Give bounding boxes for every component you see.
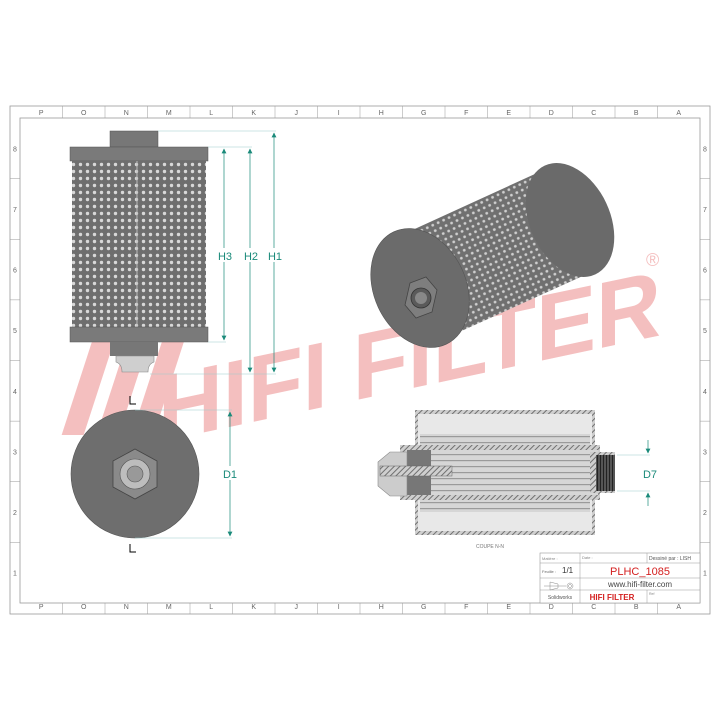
- column-marker: B: [634, 110, 639, 117]
- front-view: H3 H2 H1: [69, 130, 285, 375]
- part-number: PLHC_1085: [610, 566, 670, 578]
- column-marker: P: [39, 604, 44, 611]
- column-marker: P: [39, 110, 44, 117]
- column-marker: D: [549, 604, 554, 611]
- row-marker: 3: [13, 449, 17, 456]
- registered-mark: ®: [646, 250, 659, 270]
- dimension-h3: H3: [218, 251, 232, 263]
- row-marker: 8: [13, 146, 17, 153]
- column-marker: O: [81, 110, 87, 117]
- column-marker: H: [379, 604, 384, 611]
- brand-name: HIFI FILTER: [590, 593, 635, 602]
- row-marker: 8: [703, 146, 707, 153]
- ref-label: Ref: [649, 592, 654, 596]
- sheet-label: Feuille :: [542, 569, 556, 574]
- dimension-d7: D7: [643, 469, 657, 481]
- material-label: Matière :: [542, 556, 558, 561]
- column-marker: E: [506, 604, 511, 611]
- column-marker: J: [295, 604, 299, 611]
- column-marker: I: [338, 110, 340, 117]
- dimension-d1: D1: [223, 469, 237, 481]
- column-marker: K: [251, 110, 256, 117]
- column-marker: N: [124, 604, 129, 611]
- column-marker: G: [421, 604, 426, 611]
- column-marker: E: [506, 110, 511, 117]
- bottom-view: D1: [70, 396, 241, 553]
- column-marker: A: [676, 604, 681, 611]
- row-marker: 3: [703, 449, 707, 456]
- column-marker: C: [591, 604, 596, 611]
- row-marker: 2: [703, 510, 707, 517]
- row-marker: 4: [703, 389, 707, 396]
- website: www.hifi-filter.com: [607, 580, 672, 589]
- column-marker: N: [124, 110, 129, 117]
- column-marker: H: [379, 110, 384, 117]
- row-marker: 1: [13, 571, 17, 578]
- row-marker: 5: [13, 328, 17, 335]
- software-label: Solidworks: [548, 595, 573, 601]
- title-block: Matière : Date : Dessiné par : LISH Feui…: [539, 552, 701, 604]
- column-marker: M: [166, 604, 172, 611]
- column-marker: C: [591, 110, 596, 117]
- row-marker: 7: [13, 207, 17, 214]
- column-marker: O: [81, 604, 87, 611]
- projection-symbol-icon: [544, 581, 574, 591]
- column-marker: J: [295, 110, 299, 117]
- row-ruler-right: 8 7 6 5 4 3 2 1: [700, 146, 710, 578]
- row-ruler-left: 8 7 6 5 4 3 2 1: [10, 146, 20, 578]
- section-label: COUPE N-N: [476, 544, 504, 550]
- column-marker: M: [166, 110, 172, 117]
- row-marker: 6: [13, 268, 17, 275]
- column-marker: A: [676, 110, 681, 117]
- column-marker: L: [209, 604, 213, 611]
- isometric-view: [370, 163, 615, 348]
- column-marker: D: [549, 110, 554, 117]
- column-marker: F: [464, 604, 468, 611]
- section-view: D7 COUPE N-N: [377, 410, 657, 550]
- column-marker: L: [209, 110, 213, 117]
- dimension-h1: H1: [268, 251, 282, 263]
- column-marker: B: [634, 604, 639, 611]
- row-marker: 7: [703, 207, 707, 214]
- row-marker: 5: [703, 328, 707, 335]
- drawn-by: Dessiné par : LISH: [649, 556, 691, 562]
- column-marker: I: [338, 604, 340, 611]
- dimension-h2: H2: [244, 251, 258, 263]
- sheet-value: 1/1: [562, 566, 574, 575]
- date-label: Date :: [582, 555, 593, 560]
- column-marker: G: [421, 110, 426, 117]
- row-marker: 6: [703, 268, 707, 275]
- row-marker: 2: [13, 510, 17, 517]
- column-marker: F: [464, 110, 468, 117]
- column-marker: K: [251, 604, 256, 611]
- row-marker: 1: [703, 571, 707, 578]
- row-marker: 4: [13, 389, 17, 396]
